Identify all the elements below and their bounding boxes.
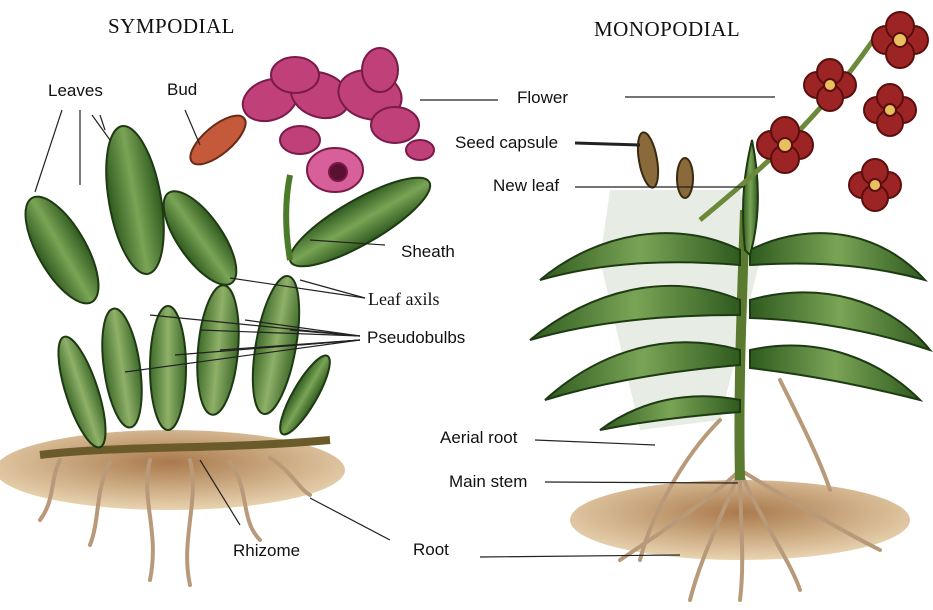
monopodial-flowers <box>757 12 928 211</box>
monopodial-plant <box>530 12 930 600</box>
label-flower: Flower <box>517 89 568 106</box>
label-root: Root <box>413 541 449 558</box>
label-bud: Bud <box>167 81 197 98</box>
label-seed-capsule: Seed capsule <box>455 134 558 151</box>
bud-shape <box>183 107 253 172</box>
label-leaves: Leaves <box>48 82 103 99</box>
sympodial-flowers <box>237 48 434 192</box>
monopodial-heading: MONOPODIAL <box>594 19 740 40</box>
label-leaf-axils: Leaf axils <box>368 290 439 308</box>
label-main-stem: Main stem <box>449 473 527 490</box>
label-rhizome: Rhizome <box>233 542 300 559</box>
label-aerial-root: Aerial root <box>440 429 517 446</box>
sympodial-heading: SYMPODIAL <box>108 16 235 37</box>
seed-capsule-shape <box>634 131 661 189</box>
label-pseudobulbs: Pseudobulbs <box>367 329 465 346</box>
label-sheath: Sheath <box>401 243 455 260</box>
sympodial-plant <box>0 48 440 585</box>
label-new-leaf: New leaf <box>493 177 559 194</box>
